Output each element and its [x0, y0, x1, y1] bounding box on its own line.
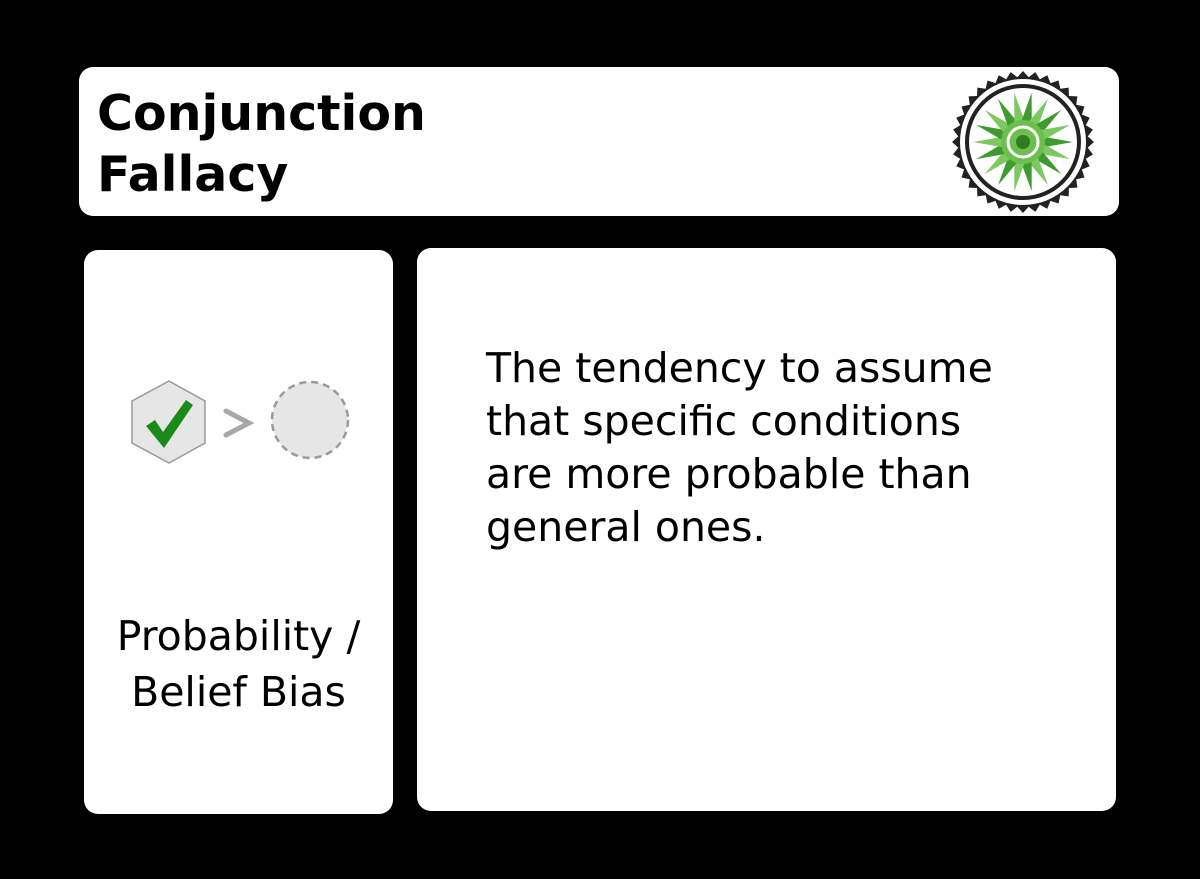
badge-core-ring: [1006, 125, 1040, 159]
category-line-2: Belief Bias: [131, 668, 346, 716]
badge-petal: [973, 135, 1009, 149]
title-panel: Conjunction Fallacy: [79, 67, 1119, 216]
hexagon-shape: [131, 380, 206, 464]
description-line-4: general ones.: [486, 503, 766, 551]
category-line-1: Probability /: [116, 612, 361, 660]
check-hexagon-greater-than-empty-circle-icon: [131, 380, 350, 464]
description-line-3: are more probable than: [486, 450, 972, 498]
badge-petal: [1019, 92, 1032, 129]
description-panel: The tendency to assume that specific con…: [417, 248, 1116, 811]
category-label: Probability / Belief Bias: [84, 608, 393, 720]
category-panel: Probability / Belief Bias: [84, 250, 393, 814]
badge-petal: [1014, 155, 1027, 192]
card-title-line-1: Conjunction: [97, 85, 426, 142]
badge-core-center: [1016, 135, 1030, 149]
check-mark-icon: [146, 400, 193, 448]
greater-than-icon: [223, 408, 255, 438]
badge-petal: [1037, 135, 1073, 149]
card-title: Conjunction Fallacy: [97, 83, 426, 205]
description-text: The tendency to assume that specific con…: [486, 342, 1086, 554]
empty-circle-shape: [270, 380, 350, 460]
description-line-2: that specific conditions: [486, 397, 962, 445]
card-title-line-2: Fallacy: [97, 146, 289, 203]
description-line-1: The tendency to assume: [486, 344, 993, 392]
green-sunburst-gear-badge-icon: [952, 71, 1094, 213]
